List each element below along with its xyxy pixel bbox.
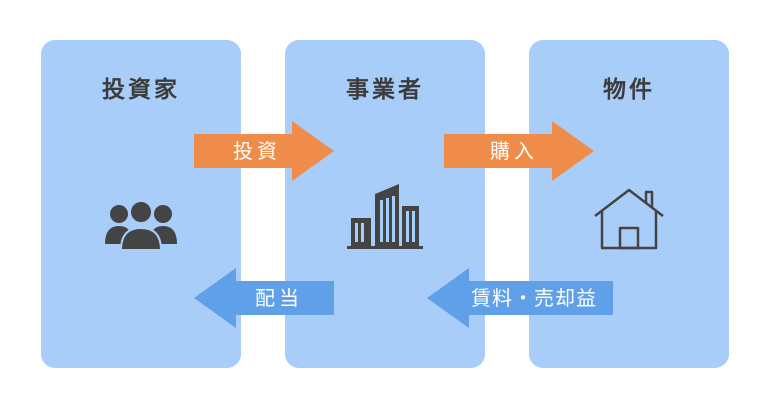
business-title: 事業者 <box>346 77 424 103</box>
house-icon <box>594 188 664 250</box>
income-label: 賃料・売却益 <box>471 286 597 310</box>
dividend-label: 配当 <box>255 286 303 310</box>
property-title: 物件 <box>603 77 655 103</box>
income-arrow: 賃料・売却益 <box>427 268 613 328</box>
dividend-arrow: 配当 <box>194 268 334 328</box>
investment-arrow: 投資 <box>194 121 334 181</box>
investment-label: 投資 <box>233 139 281 163</box>
investor-panel: 投資家 <box>41 40 241 368</box>
office-building-icon <box>347 184 423 249</box>
people-group-icon <box>105 200 177 251</box>
investor-title: 投資家 <box>102 77 180 103</box>
purchase-arrow: 購入 <box>444 121 594 181</box>
purchase-label: 購入 <box>490 139 538 163</box>
